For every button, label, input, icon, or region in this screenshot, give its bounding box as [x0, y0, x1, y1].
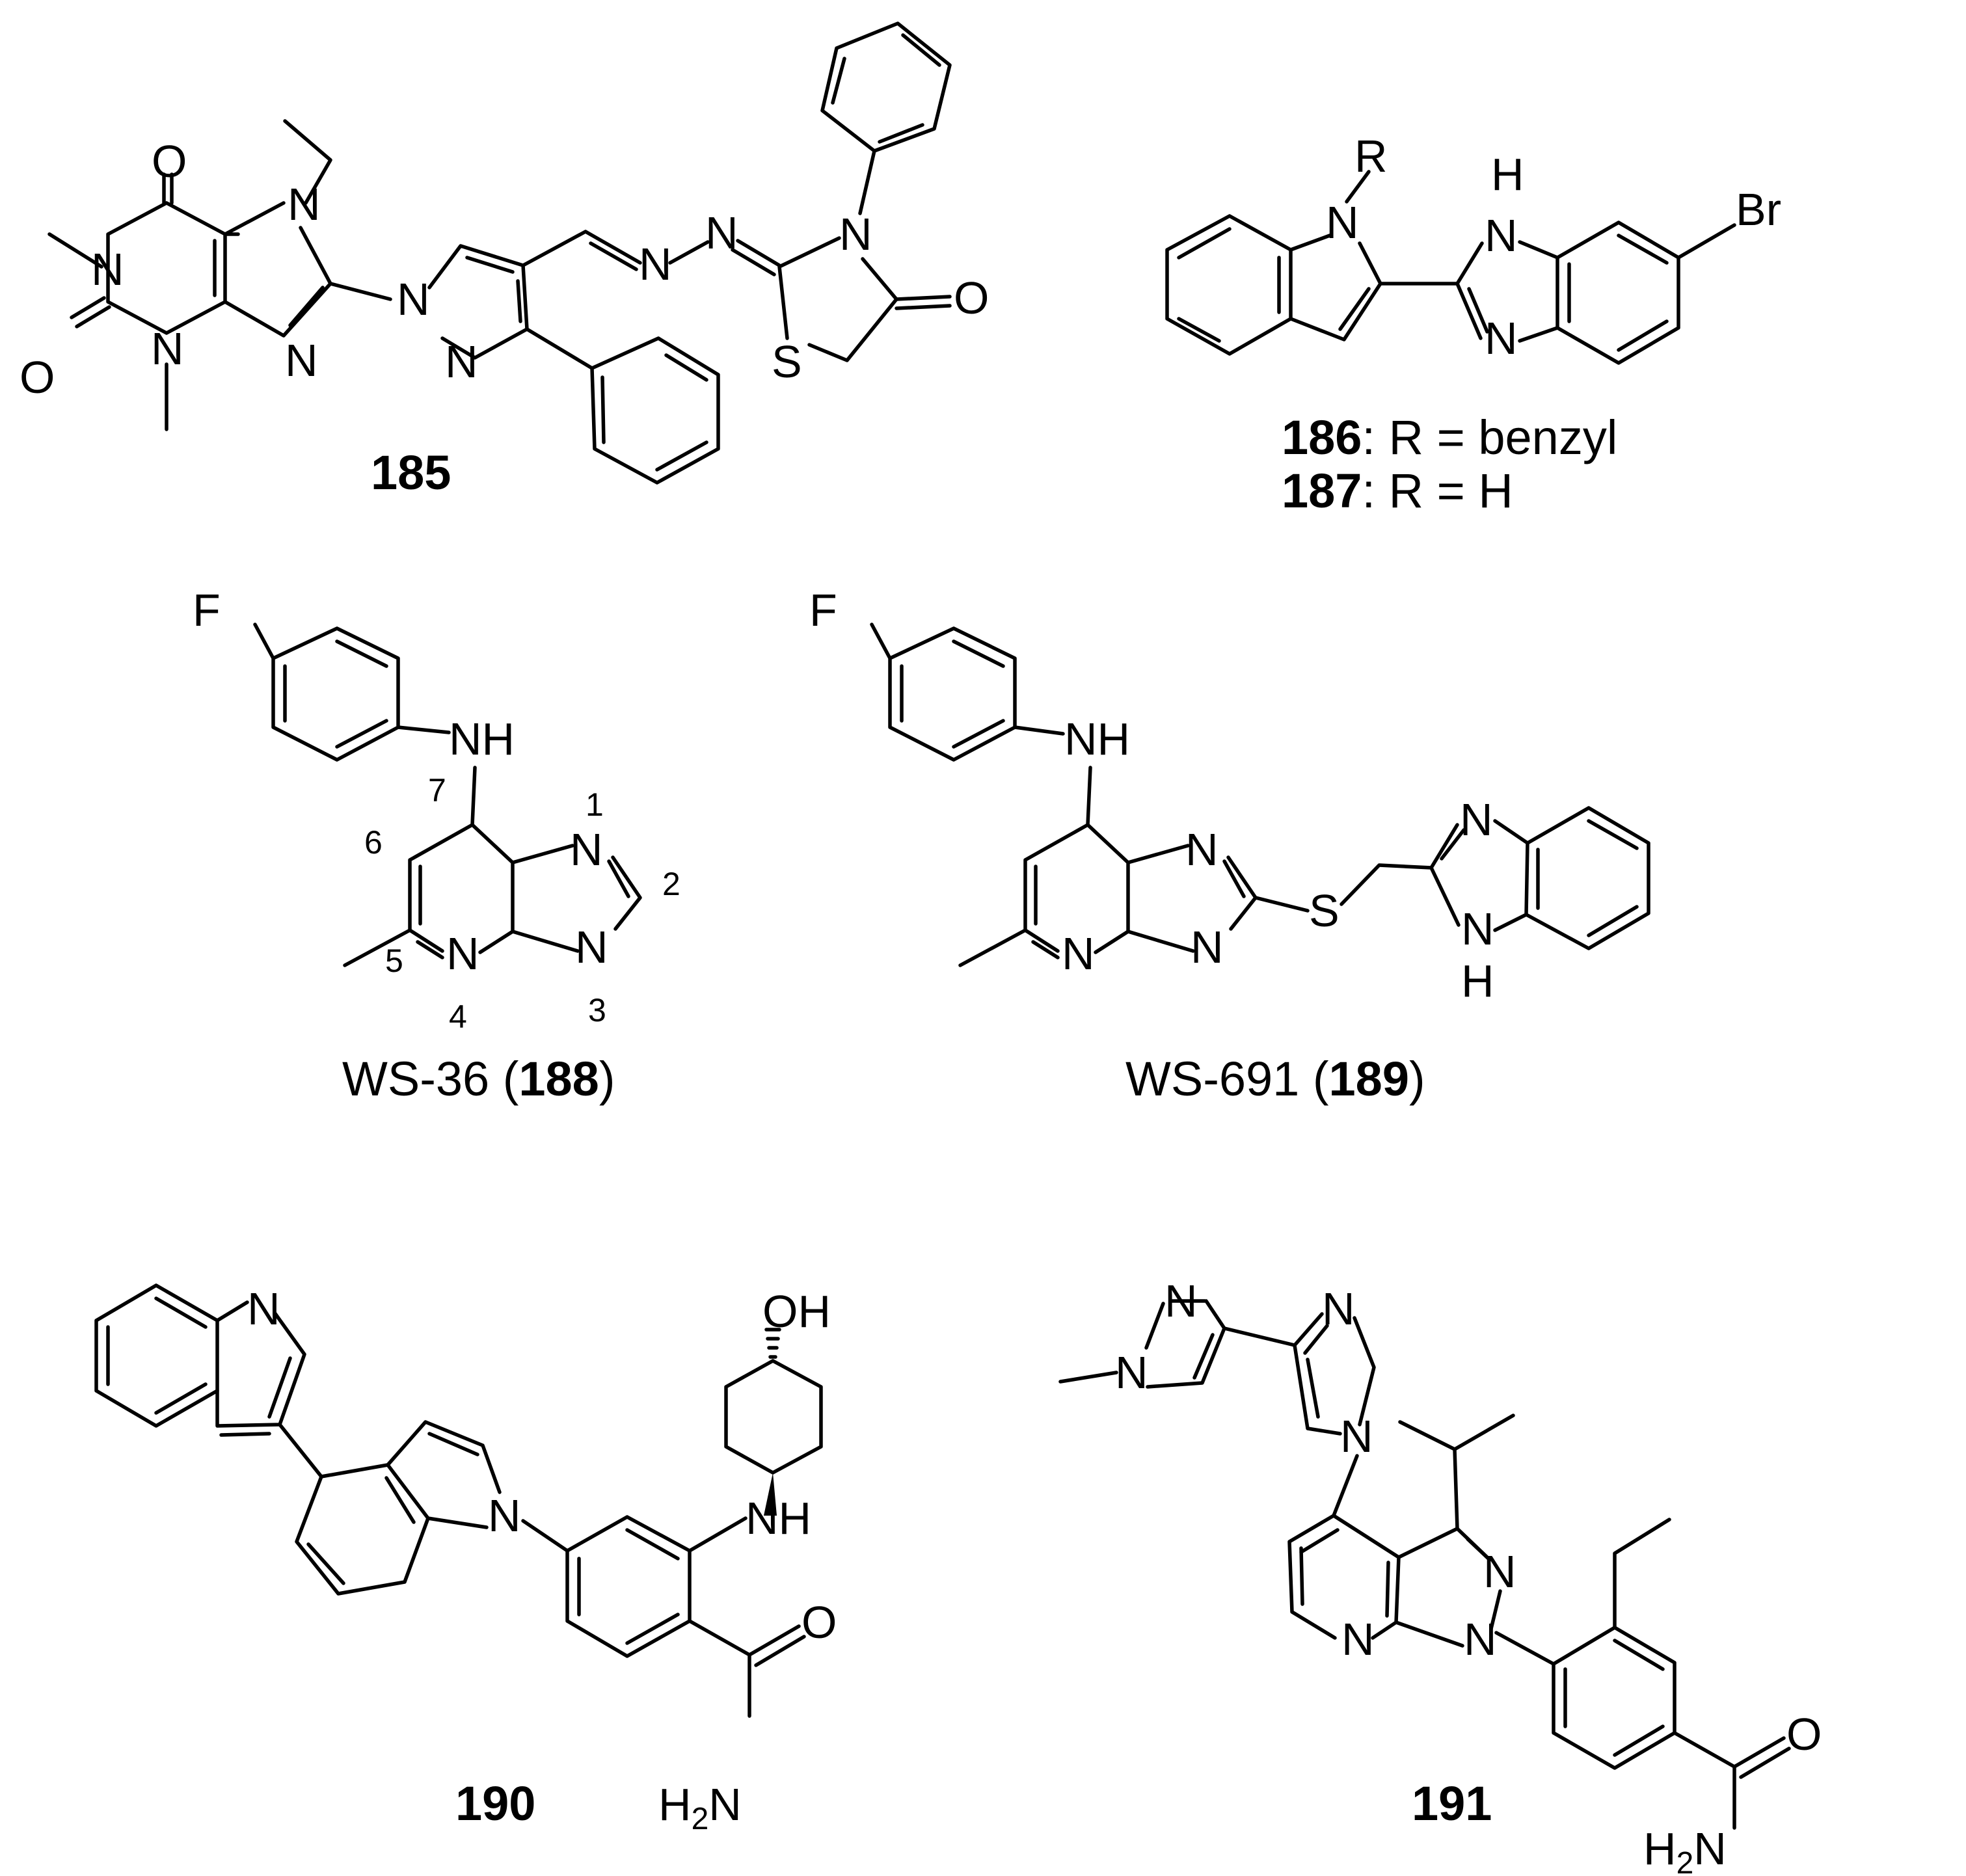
atom-H: H — [1491, 149, 1524, 200]
atom-H2N: H2N — [1643, 1823, 1727, 1876]
atom-N: N — [1322, 1283, 1355, 1334]
atom-N: N — [1341, 1614, 1375, 1665]
atom-NH: NH — [449, 714, 515, 764]
compound-label-187: 187: R = H — [1282, 464, 1513, 518]
atom-OH: OH — [762, 1286, 831, 1337]
position-number: 6 — [364, 824, 383, 861]
wedge-bond — [764, 1473, 777, 1516]
atom-H2N: H2N — [658, 1779, 742, 1836]
atom-N: N — [839, 209, 872, 260]
compound-label-186: 186: R = benzyl — [1282, 410, 1617, 464]
atom-O: O — [954, 273, 989, 323]
atom-N: N — [445, 336, 478, 387]
atom-N: N — [1340, 1411, 1373, 1462]
compound-label-191: 191 — [1412, 1776, 1492, 1830]
position-number: 5 — [385, 943, 403, 979]
atom-N: N — [1460, 794, 1493, 845]
atom-F: F — [193, 585, 221, 636]
atom-Br: Br — [1736, 184, 1781, 235]
atom-S: S — [1309, 885, 1340, 936]
atom-N: N — [639, 239, 672, 289]
atom-N: N — [446, 928, 479, 979]
position-number: 1 — [586, 786, 604, 823]
atom-N: N — [151, 323, 184, 374]
atom-N: N — [1483, 1546, 1516, 1597]
atom-O: O — [152, 136, 187, 187]
atom-H: H — [1461, 956, 1494, 1006]
atom-N: N — [247, 1283, 280, 1334]
structure-189 — [870, 623, 1650, 967]
compound-label-185: 185 — [371, 446, 451, 500]
atom-N: N — [288, 179, 321, 230]
atom-N: N — [1485, 313, 1518, 364]
atom-N: N — [1191, 922, 1224, 972]
position-number: 4 — [449, 998, 467, 1035]
atom-N: N — [91, 244, 124, 295]
structure-186-187 — [1165, 170, 1736, 365]
atom-N: N — [575, 922, 608, 972]
compound-label-190: 190 — [455, 1776, 535, 1830]
position-number: 7 — [428, 772, 446, 809]
compound-label-188: WS-36 (188) — [342, 1052, 615, 1106]
atom-R: R — [1354, 131, 1388, 181]
atom-N: N — [570, 824, 603, 875]
structure-185 — [47, 21, 952, 485]
structure-188 — [253, 623, 642, 967]
atom-N: N — [1115, 1347, 1148, 1398]
atom-O: O — [801, 1597, 837, 1648]
atom-N: N — [1185, 824, 1219, 875]
atom-NH: NH — [746, 1493, 811, 1544]
structure-191 — [1058, 1299, 1791, 1830]
atom-F: F — [809, 585, 837, 636]
atom-N: N — [1165, 1276, 1198, 1326]
atom-NH: NH — [1064, 714, 1130, 764]
structure-190 — [94, 1283, 823, 1718]
atom-N: N — [285, 335, 318, 386]
atom-O: O — [1786, 1709, 1822, 1760]
compound-label-189: WS-691 (189) — [1125, 1052, 1425, 1106]
hash-bond — [764, 1328, 781, 1359]
atom-N: N — [397, 274, 430, 325]
atom-S: S — [772, 336, 802, 387]
atom-N: N — [1062, 928, 1095, 979]
atom-N: N — [1461, 904, 1494, 954]
atom-N: N — [1485, 210, 1518, 261]
atom-N: N — [488, 1490, 521, 1541]
atom-O: O — [20, 352, 55, 403]
position-number: 3 — [588, 992, 606, 1028]
atom-N: N — [705, 208, 738, 258]
position-number: 2 — [662, 866, 680, 902]
atom-N: N — [1464, 1614, 1497, 1665]
atom-N: N — [1326, 197, 1359, 248]
